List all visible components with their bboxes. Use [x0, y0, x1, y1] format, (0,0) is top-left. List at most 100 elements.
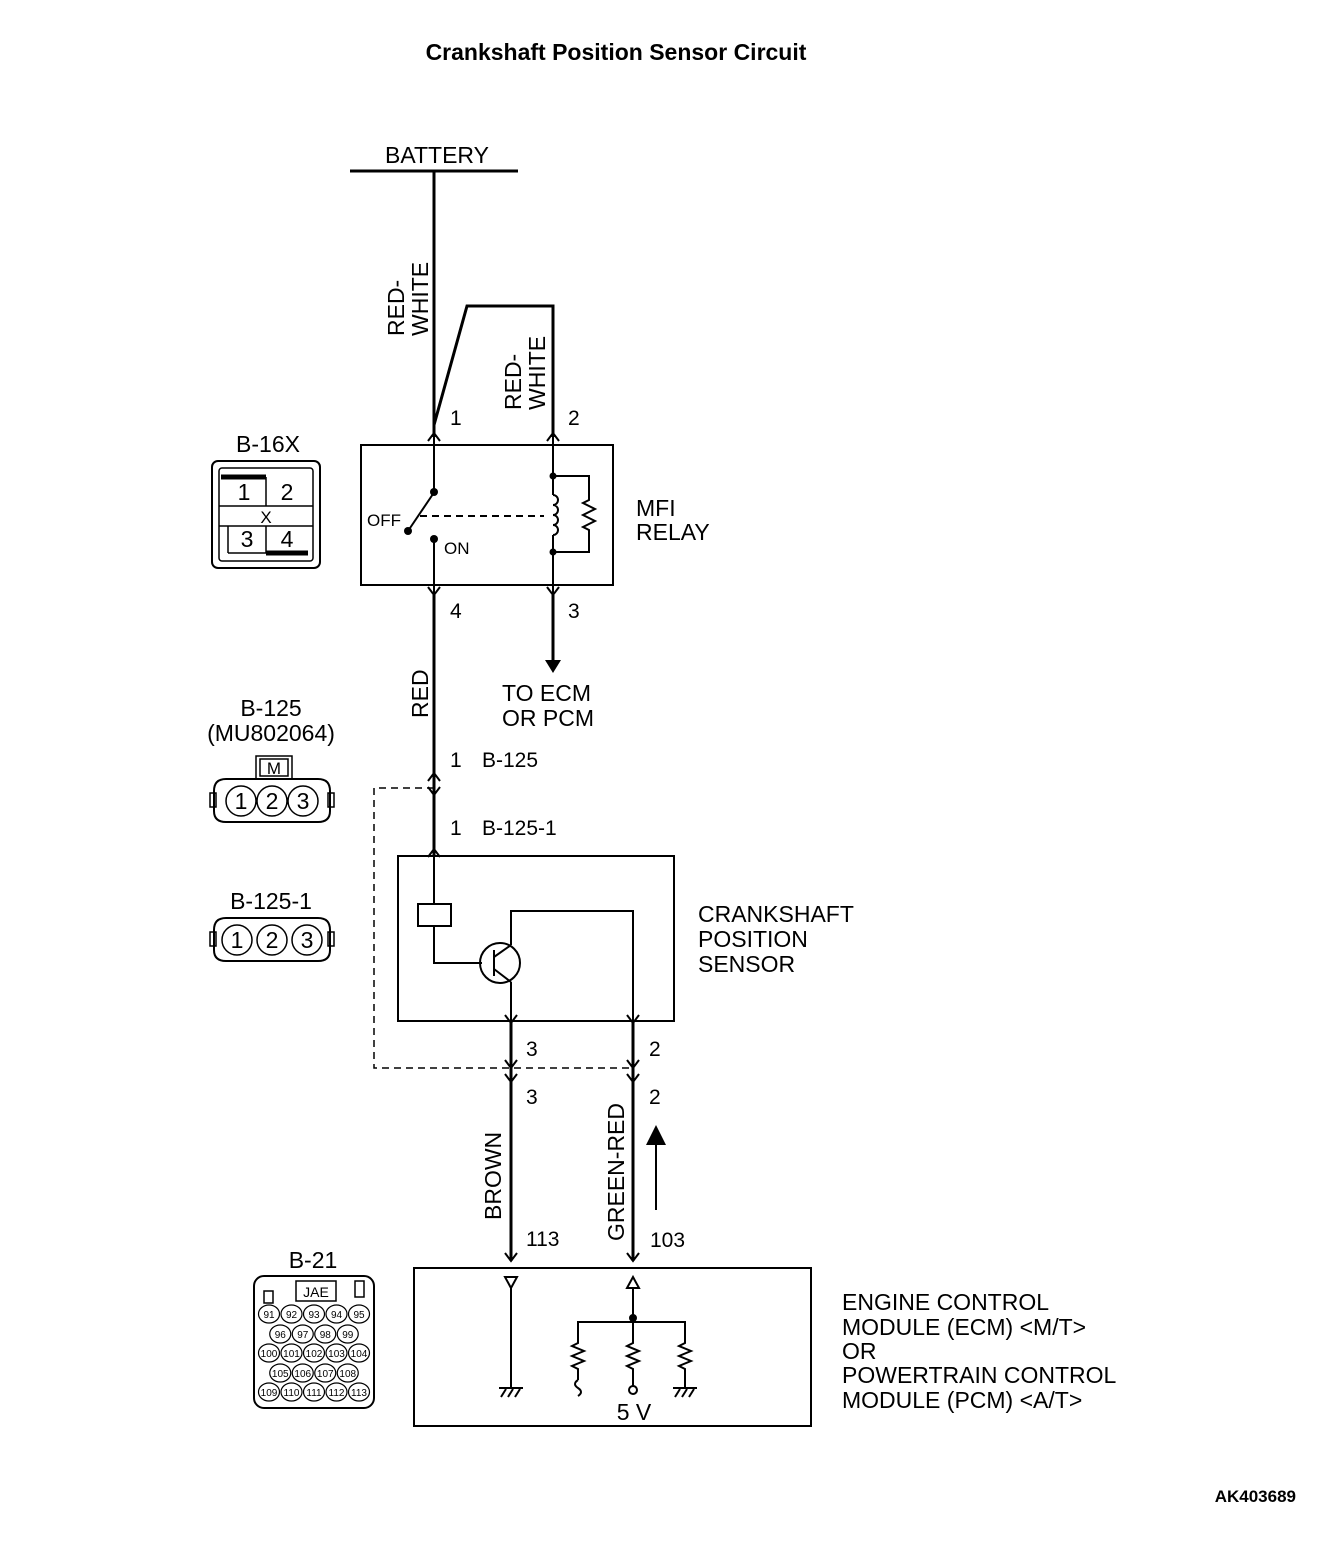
pin-mark-sensor-3	[504, 1014, 518, 1025]
b21-pin-socket	[302, 1382, 326, 1402]
b21-pin-label: 104	[351, 1349, 368, 1360]
b21-pin-label: 106	[294, 1369, 311, 1380]
relay-pin-3: 3	[568, 600, 580, 623]
b125-part-number: (MU802064)	[207, 720, 335, 746]
b21-pin-socket	[269, 1324, 292, 1344]
b21-pin-label: 112	[329, 1388, 345, 1399]
b21-pin-socket	[280, 1382, 303, 1402]
ecm-name-line-5: MODULE (PCM) <A/T>	[842, 1387, 1082, 1413]
b21-pin-label: 109	[261, 1388, 278, 1399]
b21-pin-socket	[347, 1304, 371, 1324]
b21-pin-label: 110	[284, 1388, 300, 1399]
b21-pin-label: 91	[263, 1310, 275, 1321]
wire-label-red-white-1b: WHITE	[407, 262, 433, 336]
b21-label: B-21	[289, 1247, 338, 1273]
b21-pin-label: 113	[351, 1388, 367, 1399]
b125-pin-1: 1	[235, 788, 248, 814]
resistor-left-icon	[569, 1338, 587, 1380]
to-ecm-line-2: OR PCM	[502, 705, 594, 731]
harness-dashed-boundary	[373, 787, 633, 1069]
left-branch-break	[574, 1379, 582, 1397]
b21-pin-socket	[257, 1343, 281, 1363]
transistor-icon	[479, 942, 521, 984]
b21-pin-socket	[325, 1343, 348, 1363]
b125-key-m: M	[267, 759, 281, 778]
sensor-pin2-bottom: 2	[649, 1086, 661, 1109]
b21-pin-label: 92	[286, 1310, 298, 1321]
arrow-to-ecm-icon	[545, 660, 561, 673]
b21-pin-label: 101	[283, 1349, 300, 1360]
b21-pin-label: 100	[261, 1349, 278, 1360]
sensor-internal-collector	[510, 910, 634, 1021]
resistor-center-icon	[624, 1322, 642, 1387]
b21-pin-socket	[302, 1343, 326, 1363]
relay-coil-icon	[552, 494, 559, 536]
b125-pin-2: 2	[266, 788, 279, 814]
ecm-name-line-2: MODULE (ECM) <M/T>	[842, 1314, 1086, 1340]
ecm-pin-103: 103	[650, 1229, 685, 1252]
ecm-input-bus	[577, 1321, 686, 1338]
b21-pin-socket	[336, 1363, 359, 1383]
pin-mark-ecm-103	[626, 1252, 640, 1263]
transistor-collector	[493, 944, 512, 958]
relay-pin-2: 2	[568, 407, 580, 430]
ecm-input-node	[629, 1314, 637, 1322]
pin-mark-ecm-113	[504, 1252, 518, 1263]
pin-mark-sensor-2	[626, 1014, 640, 1025]
b21-pin-socket	[257, 1382, 281, 1402]
relay-name-line-1: MFI	[636, 495, 676, 521]
pin-mark-sensor-2c	[626, 1073, 640, 1084]
b21-pin-socket	[269, 1363, 292, 1383]
pin-mark-b1251-1	[427, 847, 441, 858]
ecm-input-103-icon	[625, 1274, 641, 1289]
crankshaft-sensor-box	[397, 855, 675, 1022]
b16x-cell-4: 4	[281, 526, 294, 552]
wire-label-red: RED	[407, 669, 433, 718]
b125-pin-3: 3	[297, 788, 310, 814]
b125-pin1-label: 1	[450, 749, 462, 772]
b21-pin-socket	[257, 1304, 281, 1324]
resistor-right-icon	[676, 1338, 694, 1388]
ecm-pin-113: 113	[526, 1228, 559, 1251]
sensor-pin3-bottom: 3	[526, 1086, 538, 1109]
b21-pin-socket	[280, 1304, 303, 1324]
b21-pin-label: 105	[272, 1369, 289, 1380]
b21-pin-socket	[325, 1382, 348, 1402]
relay-arm-pivot	[404, 527, 412, 535]
pin-mark-b125-1-bottom	[427, 786, 441, 797]
wire-label-red-white-1a: RED-	[383, 280, 409, 336]
b21-pin-label: 95	[353, 1310, 365, 1321]
hall-element-icon	[417, 903, 452, 927]
b21-pin-socket	[291, 1363, 314, 1383]
b1251-pin-3: 3	[301, 927, 314, 953]
supply-voltage-label: 5 V	[617, 1399, 652, 1425]
b21-pin-socket	[314, 1363, 337, 1383]
ground-icon-1	[499, 1387, 523, 1398]
wire-label-green-red: GREEN-RED	[603, 1103, 629, 1241]
b16x-cell-1: 1	[238, 479, 251, 505]
relay-contact-off	[430, 488, 438, 496]
b21-pin-label: 103	[328, 1349, 345, 1360]
b21-pin-socket	[336, 1324, 359, 1344]
diagram-title: Crankshaft Position Sensor Circuit	[426, 39, 807, 65]
relay-pin-4: 4	[450, 600, 462, 623]
b1251-pin-1: 1	[231, 927, 244, 953]
sensor-pin3-top: 3	[526, 1038, 538, 1061]
b21-pin-socket	[280, 1343, 303, 1363]
sensor-name-line-3: SENSOR	[698, 951, 795, 977]
relay-switch-arm	[407, 493, 434, 532]
wire-label-red-white-2b: WHITE	[524, 336, 550, 410]
b1251-pin1-label: 1	[450, 817, 462, 840]
pin-mark-b125-1	[427, 771, 441, 782]
b1251-pin-2: 2	[266, 927, 279, 953]
b21-pin-socket	[291, 1324, 314, 1344]
wire-label-red-white-2a: RED-	[500, 354, 526, 410]
relay-name-line-2: RELAY	[636, 519, 710, 545]
sensor-name-line-1: CRANKSHAFT	[698, 901, 854, 927]
to-ecm-line-1: TO ECM	[502, 680, 591, 706]
b16x-label: B-16X	[236, 431, 300, 457]
b21-pin-socket	[347, 1343, 371, 1363]
wire-branch-relay-coil	[432, 304, 555, 437]
